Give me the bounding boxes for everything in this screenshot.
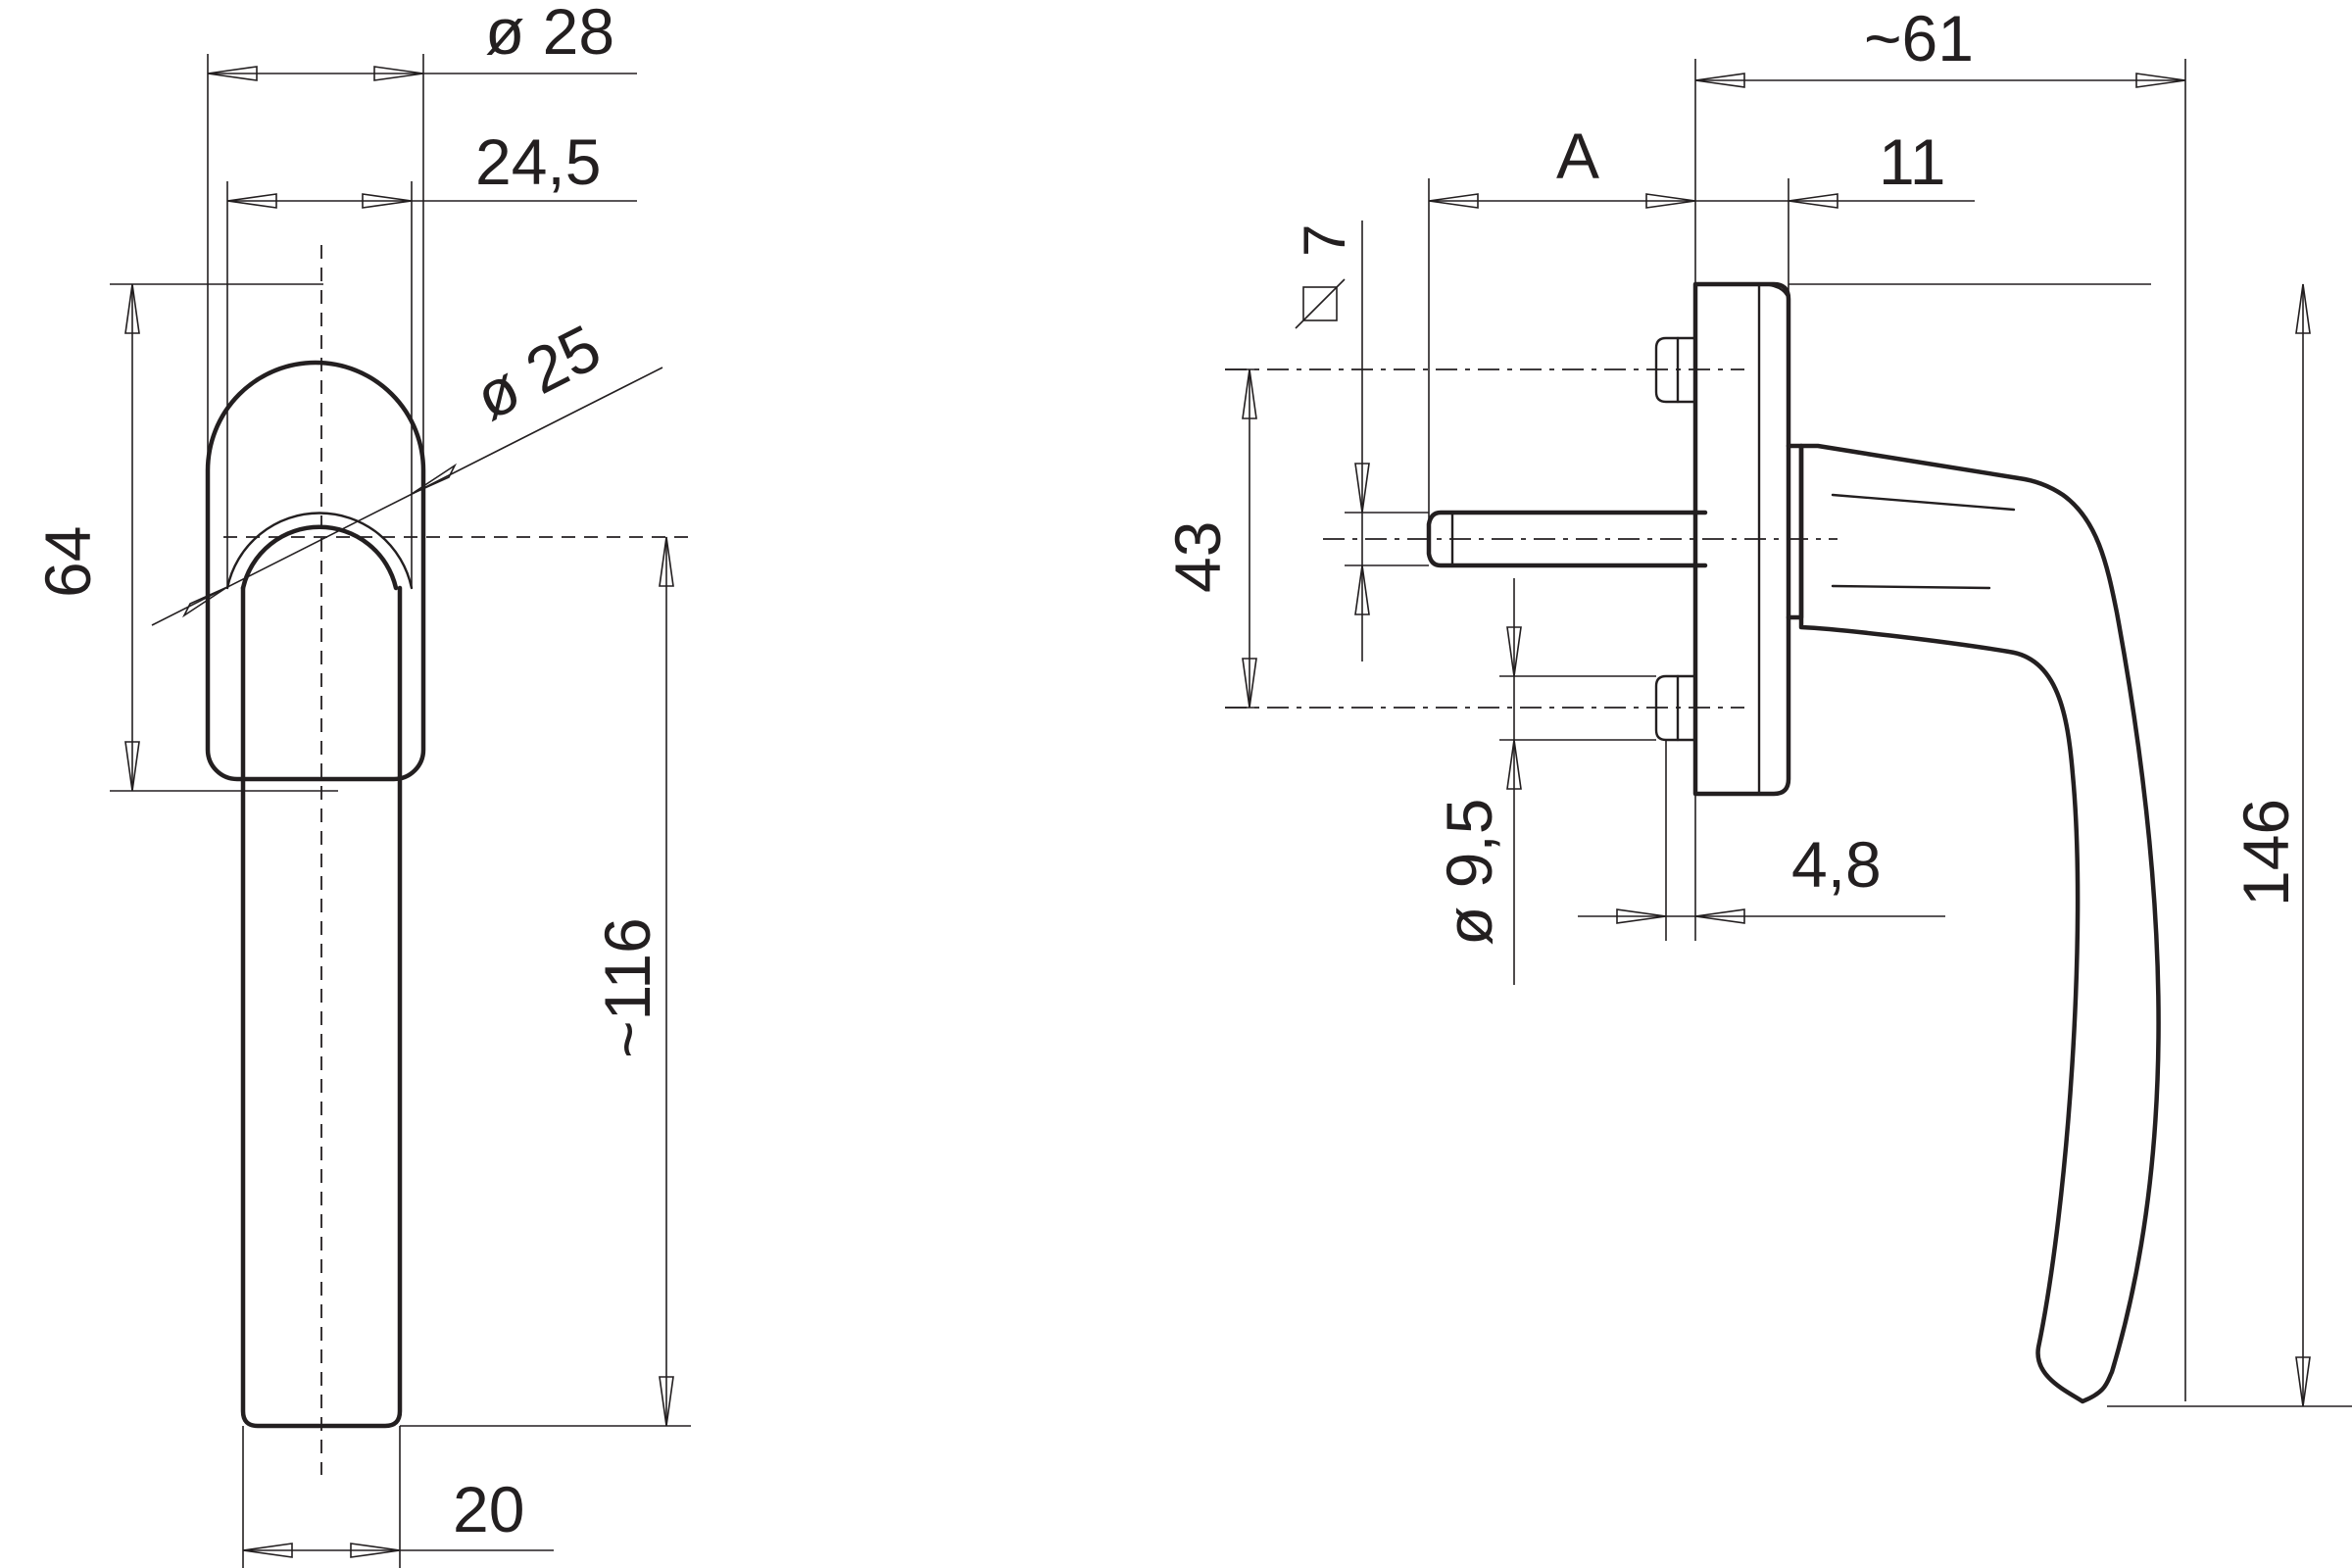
- collar-ring-inner: [240, 524, 399, 591]
- dim-116-label: ~116: [591, 917, 663, 1058]
- rose-outline: [205, 360, 426, 782]
- handle-lever: [1798, 443, 2161, 1404]
- side-view: ~61 A 11 7 43 ø 9,5: [1161, 2, 2352, 1407]
- dim-A-label: A: [1556, 120, 1599, 192]
- dim-11-label: 11: [1879, 125, 1946, 198]
- dim-4-8-label: 4,8: [1791, 828, 1882, 901]
- dim-146-label: 146: [2230, 799, 2302, 906]
- dim-dia-9-5-label: ø 9,5: [1433, 799, 1505, 946]
- dim-square-7-label: 7: [1292, 224, 1357, 257]
- dim-43-label: 43: [1161, 521, 1234, 593]
- base-plate: [1692, 281, 1791, 797]
- handle-shaft: [240, 585, 403, 1429]
- dim-24-5-label: 24,5: [475, 125, 601, 198]
- dim-61-label: ~61: [1864, 2, 1974, 74]
- dim-20-label: 20: [453, 1473, 524, 1545]
- dim-64-label: 64: [31, 526, 104, 598]
- dim-dia-28-label: ø 28: [485, 0, 614, 68]
- front-view: ø 28 24,5 ø 25 64 ~116 20: [31, 0, 691, 1568]
- collar-ring-outer: [225, 512, 414, 590]
- dim-dia-25-label: ø 25: [464, 311, 612, 434]
